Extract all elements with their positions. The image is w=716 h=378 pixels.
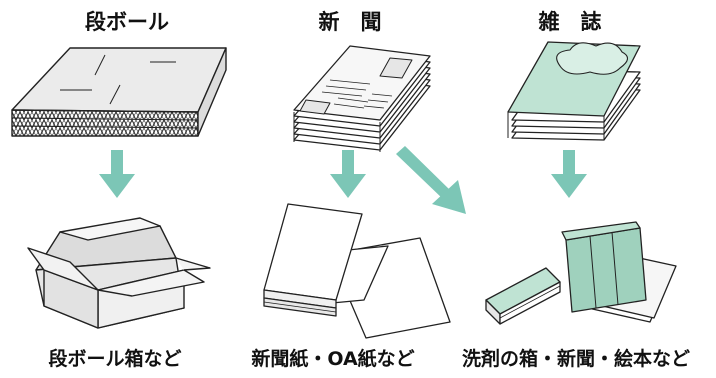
destination-label-magazine: 洗剤の箱・新聞・絵本など bbox=[461, 348, 690, 370]
arrow-newspaper-down bbox=[330, 150, 366, 198]
source-label-newspaper: 新 聞 bbox=[318, 10, 382, 34]
cardboard-sheet-illustration bbox=[11, 47, 227, 137]
open-box-illustration bbox=[27, 217, 211, 329]
destination-label-newspaper: 新聞紙・OA紙など bbox=[251, 348, 415, 370]
magazine-stack-illustration bbox=[507, 41, 641, 141]
mixed-paper-illustration bbox=[485, 221, 677, 325]
newspaper-stack-illustration bbox=[293, 45, 431, 152]
arrow-newspaper-diagonal bbox=[396, 146, 466, 214]
arrow-cardboard-down bbox=[99, 150, 135, 198]
destination-label-cardboard: 段ボール箱など bbox=[48, 348, 182, 370]
paper-bundle-illustration bbox=[263, 203, 451, 339]
arrow-magazine-down bbox=[551, 150, 587, 198]
source-label-cardboard: 段ボール bbox=[85, 10, 169, 34]
source-label-magazine: 雑 誌 bbox=[538, 10, 602, 34]
